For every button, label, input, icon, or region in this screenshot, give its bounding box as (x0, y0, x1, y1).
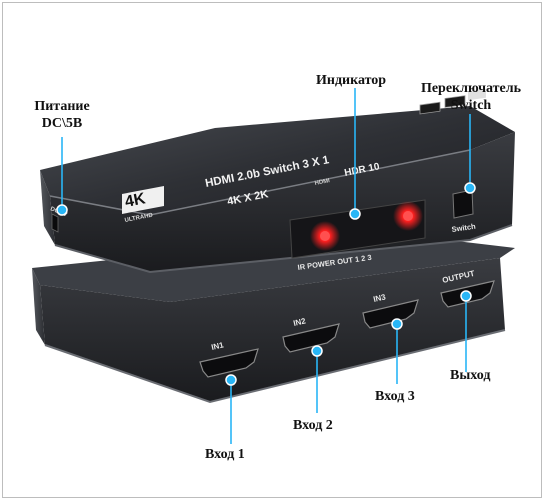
dc-port (51, 213, 59, 233)
port-in1-text: IN1 (210, 340, 225, 352)
callout-input1: Вход 1 (205, 447, 245, 462)
mini-label-mid (444, 95, 466, 108)
callout-dot-power (56, 204, 68, 216)
callout-input2: Вход 2 (293, 418, 333, 433)
callout-power: Питание DC\5B (24, 98, 100, 132)
photo-border (2, 2, 542, 498)
callout-dots (56, 182, 476, 386)
callout-dot-indicator (349, 208, 361, 220)
callout-lines (61, 88, 471, 444)
lower-top (32, 232, 515, 302)
switch-button (452, 189, 474, 219)
lower-side (32, 268, 45, 345)
callout-power-line2: DC\5B (41, 116, 83, 131)
port-in2-text: IN2 (292, 316, 307, 328)
callout-input3: Вход 3 (375, 389, 415, 404)
callout-dot-input2 (311, 345, 323, 357)
upper-side (40, 170, 55, 245)
callout-dot-output (460, 290, 472, 302)
callout-dot-input1 (225, 374, 237, 386)
mini-label-left (419, 101, 441, 115)
callout-power-line1: Питание (34, 99, 90, 114)
callout-dot-switch (464, 182, 476, 194)
callout-switch: Переключатель Switch (412, 80, 530, 114)
callout-indicator: Индикатор (316, 73, 387, 88)
logo-4k-text: 4K (124, 190, 148, 211)
hdmi-logo-text: HDMI (314, 178, 331, 187)
upper-device (40, 88, 515, 274)
lower-edge (44, 329, 506, 404)
callout-output: Выход (450, 368, 491, 383)
port-in3-text: IN3 (372, 292, 387, 304)
switch-text: Switch (451, 222, 477, 234)
logo-box (122, 186, 164, 214)
callout-switch-line2: Switch (450, 98, 492, 113)
port-in2 (282, 323, 340, 353)
callout-switch-line1: Переключатель (420, 81, 522, 96)
lower-front (40, 258, 505, 402)
logo-sub-text: ULTRAHD (124, 212, 154, 223)
mini-label-right (468, 88, 486, 101)
lower-device (32, 232, 515, 404)
port-in3 (362, 299, 419, 329)
callout-dot-input3 (391, 318, 403, 330)
port-in1 (199, 348, 259, 378)
